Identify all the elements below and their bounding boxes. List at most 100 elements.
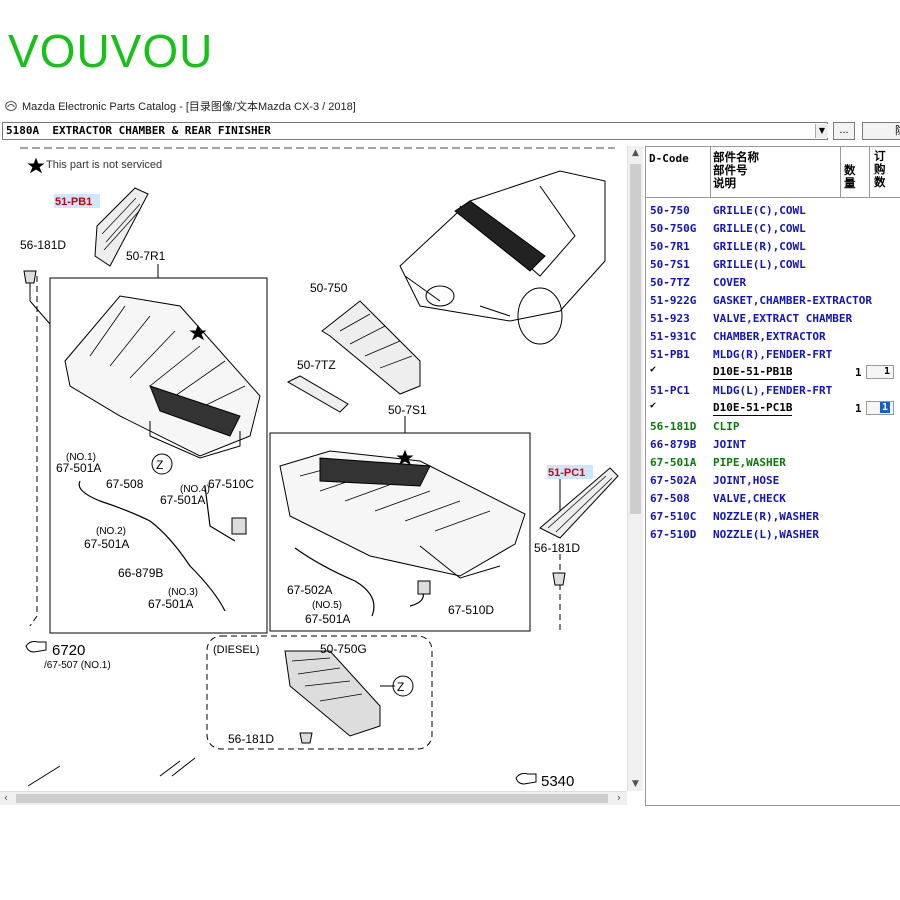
molding-left-shape: [539, 467, 619, 539]
not-serviced-note: This part is not serviced: [46, 159, 162, 171]
checkmark-icon[interactable]: ✔: [650, 364, 657, 375]
part-number-row[interactable]: ✔ D10E-51-PB1B 1 1: [646, 364, 900, 382]
diagram-canvas: This part is not serviced 51-PB1 51-PC1 …: [20, 147, 619, 790]
not-serviced-star-icon: [27, 157, 45, 174]
callout-56-181d-bottom[interactable]: 56-181D: [228, 732, 274, 746]
callout-67-510c[interactable]: 67-510C: [208, 477, 254, 491]
view-z-marker-1: [151, 453, 173, 475]
view-z-label-1: Z: [156, 458, 163, 472]
part-number-row[interactable]: ✔ D10E-51-PC1B 1 1: [646, 400, 900, 418]
dropdown-arrow-icon[interactable]: ▼: [815, 124, 828, 138]
scroll-up-icon[interactable]: ▲: [632, 148, 639, 158]
section-selector[interactable]: 5180A EXTRACTOR CHAMBER & REAR FINISHER: [2, 122, 828, 140]
checkmark-icon[interactable]: ✔: [650, 400, 657, 411]
grille-diesel-shape: [284, 650, 381, 737]
order-quantity-input[interactable]: 1: [866, 365, 894, 379]
scroll-right-icon[interactable]: ›: [616, 791, 622, 804]
callout-67-508[interactable]: 67-508: [106, 477, 144, 491]
grille-center-shape: [321, 300, 421, 395]
order-quantity-input[interactable]: 1: [866, 401, 894, 415]
mazda-logo-icon: [5, 101, 17, 111]
scroll-left-icon[interactable]: ‹: [3, 791, 9, 804]
toggle-button[interactable]: 隐: [862, 122, 900, 140]
part-number: D10E-51-PC1B: [713, 401, 793, 416]
brand-watermark: VOUVOU: [8, 25, 214, 77]
callout-50-750g[interactable]: 50-750G: [320, 642, 367, 656]
diagram-vertical-scrollbar[interactable]: ▲ ▼: [627, 146, 643, 791]
callout-56-181d-right[interactable]: 56-181D: [534, 541, 580, 555]
grille-right-vent-shape: [149, 385, 241, 437]
assembly-box-left: [269, 432, 531, 632]
header-order-qty[interactable]: 订 购 数: [874, 149, 886, 189]
molding-right-shape: [94, 187, 149, 267]
window-title: Mazda Electronic Parts Catalog - [目录图像/文…: [22, 101, 356, 113]
clip-left-shape: [23, 270, 37, 284]
grille-left-vent-shape: [319, 457, 431, 487]
washer-hose-right: [78, 480, 226, 612]
callout-67-501a-5[interactable]: 67-501A: [305, 612, 350, 626]
scroll-down-icon[interactable]: ▼: [632, 779, 639, 789]
no4-label: (NO.4): [180, 484, 210, 495]
horizontal-scroll-thumb[interactable]: [16, 794, 608, 803]
car-cowl-highlight-shape: [454, 200, 546, 272]
callout-67-501a-3[interactable]: 67-501A: [148, 597, 193, 611]
callout-66-879b[interactable]: 66-879B: [118, 566, 163, 580]
callout-56-181d[interactable]: 56-181D: [20, 238, 66, 252]
callout-50-7s1[interactable]: 50-7S1: [388, 403, 427, 417]
parts-table-header: D-Code 部件名称 部件号 说明 数 量 订 购 数: [646, 147, 900, 198]
washer-hose-left: [294, 547, 375, 617]
callout-67-510d[interactable]: 67-510D: [448, 603, 494, 617]
callout-67-502a[interactable]: 67-502A: [287, 583, 332, 597]
header-quantity[interactable]: 数 量: [844, 163, 856, 190]
ref-5340-link[interactable]: 5340: [541, 773, 574, 790]
browse-button[interactable]: ...: [833, 122, 855, 140]
car-wheel-shape: [517, 287, 563, 345]
no2-label: (NO.2): [96, 526, 126, 537]
window-title-bar: Mazda Electronic Parts Catalog - [目录图像/文…: [0, 96, 900, 116]
callout-51-pc1[interactable]: 51-PC1: [548, 467, 585, 479]
header-d-code[interactable]: D-Code: [649, 152, 689, 165]
parts-diagram[interactable]: This part is not serviced 51-PB1 51-PC1 …: [0, 146, 627, 791]
ref-6720-link[interactable]: 6720: [52, 642, 85, 659]
vertical-scroll-thumb[interactable]: [630, 164, 641, 514]
callout-67-501a-1[interactable]: 67-501A: [56, 461, 101, 475]
no3-label: (NO.3): [168, 587, 198, 598]
part-quantity: 1: [855, 366, 862, 379]
view-z-label-2: Z: [397, 680, 404, 694]
clip-bottom-shape: [299, 732, 313, 744]
no5-label: (NO.5): [312, 600, 342, 611]
callout-51-pb1[interactable]: 51-PB1: [55, 196, 92, 208]
part-quantity: 1: [855, 402, 862, 415]
ref-67-507-label: /67-507 (NO.1): [44, 660, 111, 671]
callout-50-7tz[interactable]: 50-7TZ: [297, 358, 336, 372]
star-marker-icon: [189, 324, 207, 341]
header-part-name[interactable]: 部件名称 部件号 说明: [713, 150, 759, 190]
callout-50-750[interactable]: 50-750: [310, 281, 348, 295]
cover-shape: [286, 375, 349, 413]
callout-50-7r1[interactable]: 50-7R1: [126, 249, 166, 263]
part-number: D10E-51-PB1B: [713, 365, 793, 380]
callout-67-501a-2[interactable]: 67-501A: [84, 537, 129, 551]
hand-pointer-icon-2: [515, 773, 537, 785]
diagram-horizontal-scrollbar[interactable]: ‹ ›: [0, 791, 627, 805]
callout-67-501a-4[interactable]: 67-501A: [160, 493, 205, 507]
section-selector-row: 5180A EXTRACTOR CHAMBER & REAR FINISHER …: [0, 122, 900, 142]
